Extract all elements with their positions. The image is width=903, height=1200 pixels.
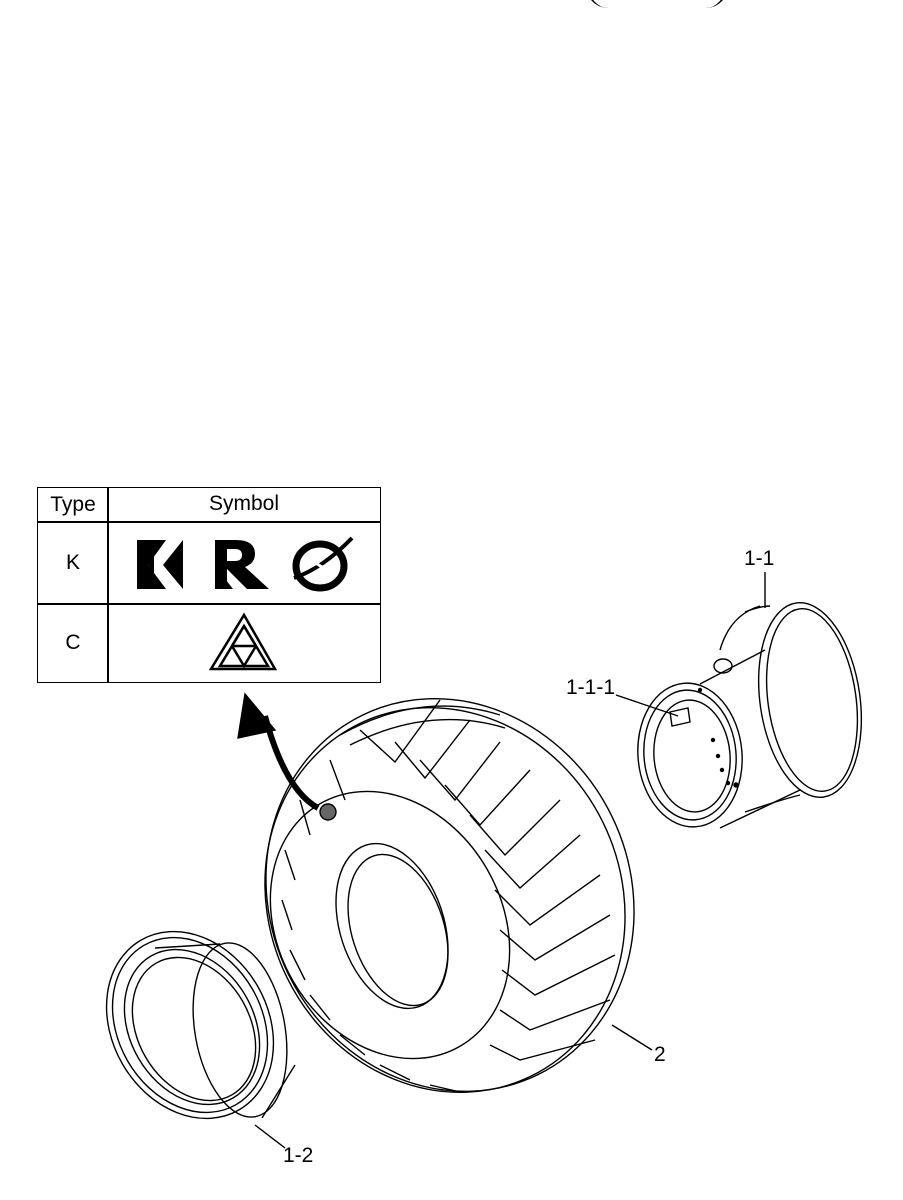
row-k-type: K <box>65 550 80 574</box>
row-c-type: C <box>65 631 81 654</box>
row-k-symbols <box>137 536 354 592</box>
row-c-symbols <box>208 612 278 671</box>
swoosh-mark-icon <box>292 536 354 592</box>
tire-symbol-marker <box>319 803 337 821</box>
k-mark-icon <box>137 540 183 589</box>
callout-leader-flange <box>254 1124 286 1149</box>
callout-label-valve: 1-1-1 <box>566 676 616 699</box>
tire <box>264 697 635 1094</box>
callout-leader-tire <box>611 1024 653 1051</box>
r-mark-icon <box>215 540 269 589</box>
callout-label-rim: 1-1 <box>744 547 775 570</box>
header-symbol: Symbol <box>208 492 280 515</box>
callout-leader-valve <box>615 694 679 717</box>
header-type: Type <box>50 493 96 516</box>
rim <box>637 602 863 829</box>
callout-label-tire: 2 <box>654 1043 666 1066</box>
callout-label-flange: 1-2 <box>283 1144 314 1167</box>
symbol-table: Type Symbol K C <box>37 487 381 683</box>
triangle-mark-icon <box>208 612 278 671</box>
flange-ring <box>105 930 296 1120</box>
pointer-arrow <box>237 692 320 811</box>
